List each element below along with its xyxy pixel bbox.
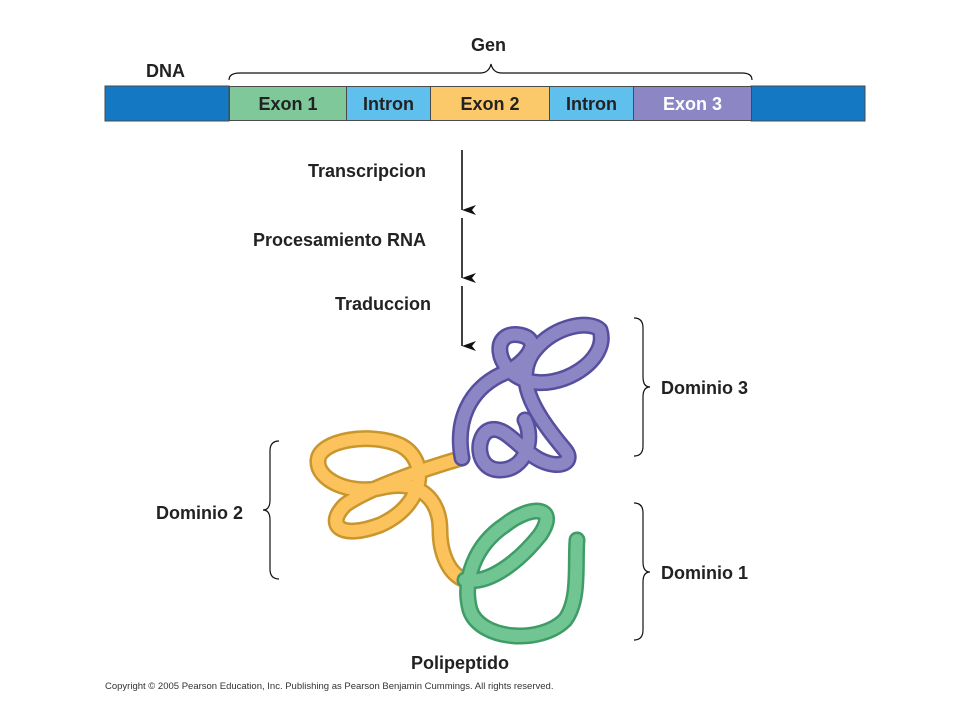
domain-1-label: Dominio 1 (661, 563, 749, 583)
segment-intron-1: Intron (346, 86, 431, 121)
bracket-domain-2 (262, 440, 280, 580)
polypeptide-domain-2 (309, 430, 474, 589)
polypeptide-domain-1 (456, 502, 586, 645)
step-rna-processing-label: Procesamiento RNA (252, 230, 426, 250)
segment-exon-3-label: Exon 3 (662, 93, 723, 114)
bracket-domain-3 (633, 317, 651, 457)
domain-2-label: Dominio 2 (156, 503, 244, 523)
dna-strand-left (104, 85, 230, 122)
segment-intron-1-label: Intron (363, 93, 414, 114)
step-transcription-label: Transcripcion (307, 161, 426, 181)
gene-brace (228, 63, 753, 81)
segment-exon-1-label: Exon 1 (258, 93, 318, 114)
bracket-domain-1 (633, 502, 651, 641)
step-translation-label: Traduccion (334, 294, 431, 314)
dna-strand-right (750, 85, 866, 122)
segment-intron-2-label: Intron (566, 93, 617, 114)
dna-label: DNA (146, 61, 185, 81)
segment-exon-1: Exon 1 (229, 86, 347, 121)
polypeptide-domain-3 (451, 316, 610, 479)
domain-3-label: Dominio 3 (661, 378, 749, 398)
segment-exon-2: Exon 2 (430, 86, 550, 121)
segment-exon-2-label: Exon 2 (460, 93, 520, 114)
polypeptide-label: Polipeptido (411, 653, 509, 673)
segment-intron-2: Intron (549, 86, 634, 121)
gene-label: Gen (471, 35, 507, 55)
segment-exon-3: Exon 3 (633, 86, 752, 121)
copyright-notice: Copyright © 2005 Pearson Education, Inc.… (105, 681, 554, 692)
